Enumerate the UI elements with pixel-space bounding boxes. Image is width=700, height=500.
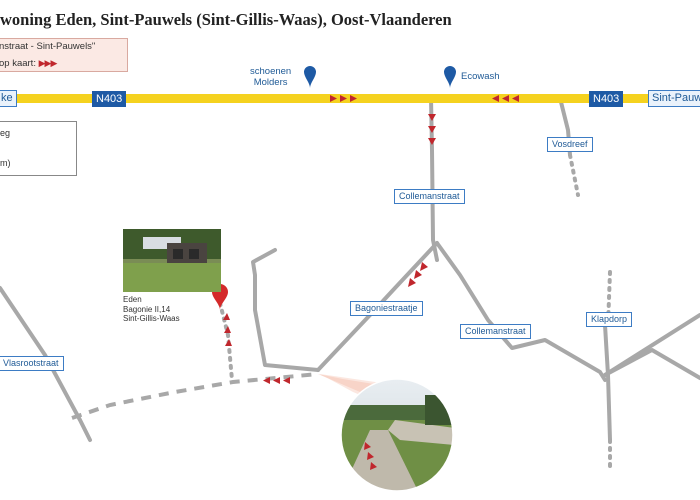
street-label-collemanstraat-north: Collemanstraat [394, 189, 465, 204]
destination-name: Eden [123, 295, 142, 304]
road-west-curve [251, 248, 320, 372]
map-pin-icon[interactable] [304, 66, 316, 88]
route-arrows-collemanstraat [428, 114, 436, 145]
house-photo [123, 229, 221, 292]
street-label-vosdreef: Vosdreef [547, 137, 593, 152]
info-route-name: nstraat - Sint-Pauwels" [0, 41, 96, 52]
street-label-collemanstraat-east: Collemanstraat [460, 324, 531, 339]
route-arrows-highway-east [330, 95, 357, 102]
map-pin-icon[interactable] [444, 66, 456, 88]
info-route-legend: op kaart: ▶▶▶ [0, 58, 58, 69]
path-dotted-klapdorp-n [606, 270, 612, 327]
route-arrows-bagoniestraatje [408, 262, 428, 287]
highway-east-label: Sint-Pauwe [648, 90, 700, 107]
road-klapdorp [603, 323, 612, 442]
legend-paved-road: eg [0, 128, 11, 138]
street-label-bagoniestraatje: Bagoniestraatje [350, 301, 423, 316]
path-dotted-vosdreef [568, 153, 580, 197]
route-arrows-west [263, 377, 290, 384]
street-label-vlasrootstraat: Vlasrootstraat [0, 356, 64, 371]
destination-address: Eden Bagonie II,14 Sint-Gillis-Waas [123, 295, 180, 324]
poi-shoe-store[interactable]: schoenen Molders [250, 66, 292, 88]
path-dotted-eden [218, 301, 234, 382]
route-number-badge-east: N403 [589, 91, 624, 107]
road-vlasrootstraat [0, 286, 92, 442]
road-collemanstraat-north [429, 96, 439, 262]
street-label-klapdorp: Klapdorp [586, 312, 633, 327]
path-dashed-west [71, 372, 319, 420]
map-legend: eg m) [0, 121, 77, 176]
page-title: woning Eden, Sint-Pauwels (Sint-Gillis-W… [0, 10, 452, 29]
highway-west-label: ke [0, 90, 17, 107]
triangle-right-icon: ▶▶▶ [38, 58, 58, 68]
destination-street: Bagonie II,14 [123, 304, 171, 314]
route-number-badge-west: N403 [92, 91, 127, 107]
road-collemanstraat-east [435, 241, 607, 382]
route-info-box: nstraat - Sint-Pauwels" op kaart: ▶▶▶ [0, 38, 128, 72]
legend-footpath: m) [0, 158, 11, 168]
road-klapdorp-e [603, 348, 700, 380]
destination-town: Sint-Gillis-Waas [123, 314, 180, 323]
route-arrows-eden [223, 313, 232, 346]
route-arrows-highway-west [492, 95, 519, 102]
poi-ecowash[interactable]: Ecowash [461, 71, 500, 82]
